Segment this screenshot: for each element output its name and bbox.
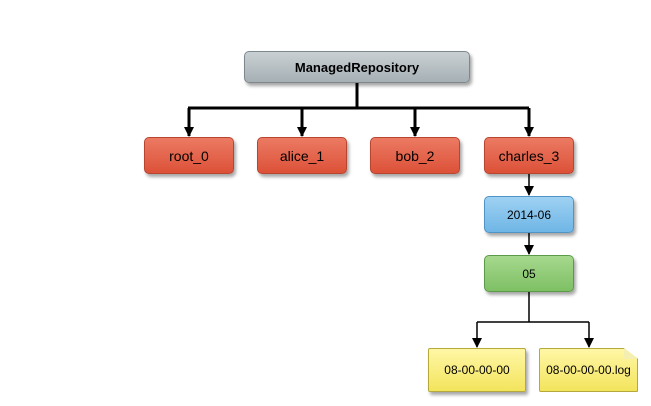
user-node-root-0: root_0: [144, 137, 234, 174]
user-node-bob-2: bob_2: [370, 137, 460, 174]
file-node-log: 08-00-00-00.log: [539, 348, 638, 392]
day-node: 05: [484, 255, 574, 292]
user-node-charles-3: charles_3: [484, 137, 574, 174]
dog-ear-fold: [624, 348, 638, 359]
user-node-alice-1: alice_1: [257, 137, 347, 174]
file-node-folder: 08-00-00-00: [428, 348, 526, 392]
month-node: 2014-06: [484, 196, 574, 233]
root-node: ManagedRepository: [244, 51, 470, 83]
